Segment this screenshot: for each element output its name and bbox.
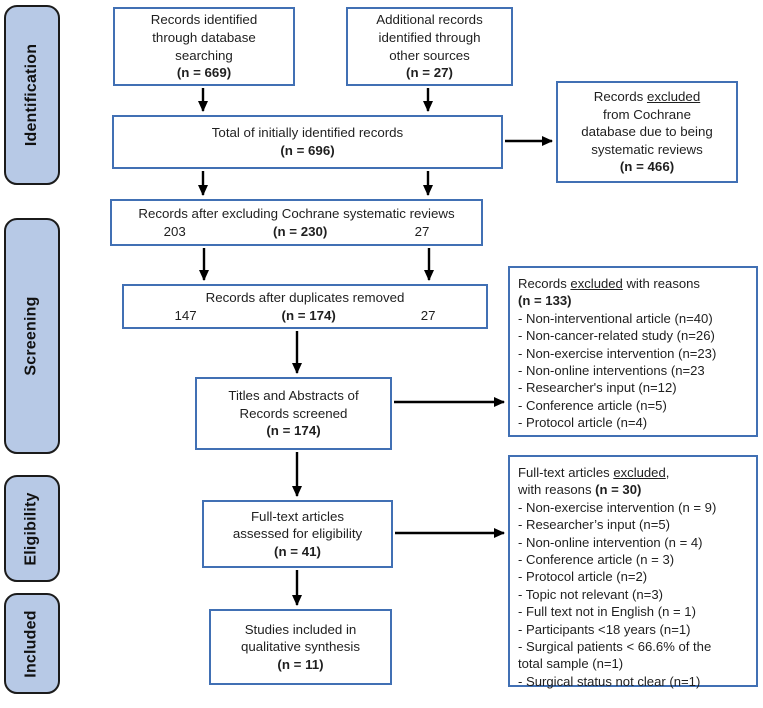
stage-included: Included [4,593,60,694]
box-total-identified-records: Total of initially identified records(n … [112,115,503,169]
box-records-excluded-with-reasons: Records excluded with reasons(n = 133)- … [508,266,758,437]
stage-screening: Screening [4,218,60,454]
stage-eligibility-label: Eligibility [23,491,41,566]
stage-included-label: Included [23,609,41,678]
stage-identification: Identification [4,5,60,185]
stage-eligibility: Eligibility [4,475,60,582]
box-records-after-excluding-cochrane: Records after excluding Cochrane systema… [110,199,483,246]
stage-identification-label: Identification [23,43,41,147]
box-fulltext-excluded-with-reasons: Full-text articles excluded,with reasons… [508,455,758,689]
stage-screening-label: Screening [23,296,41,376]
